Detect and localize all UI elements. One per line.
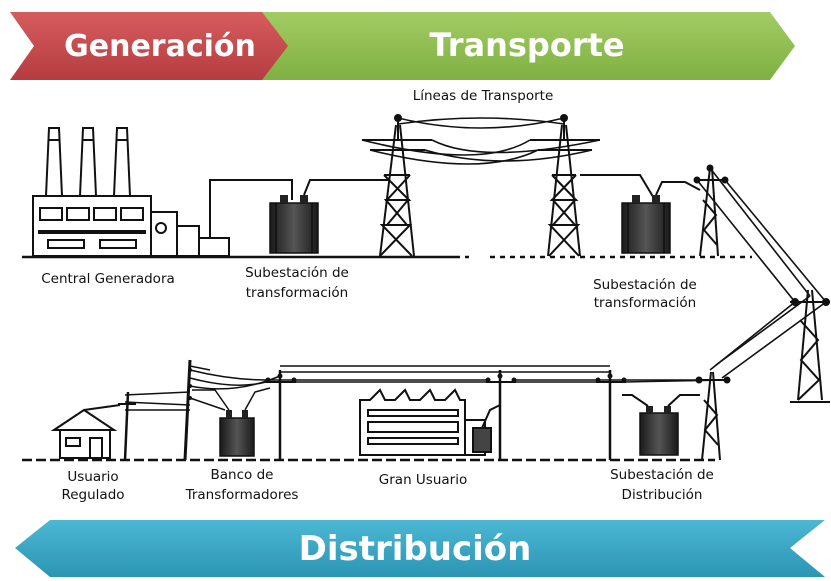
subtransmission-tower-right-icon — [790, 289, 830, 403]
label-power-plant: Central Generadora — [41, 271, 175, 287]
label-regulated-user-1: Usuario — [67, 469, 118, 485]
power-plant-icon — [32, 127, 230, 257]
transmission-lines — [361, 117, 601, 165]
distribution-lines — [268, 365, 728, 383]
label-distribution-substation-1: Subestación de — [610, 467, 714, 483]
transport-banner-title: Transporte — [429, 26, 624, 64]
subtransmission-lines — [696, 167, 827, 379]
label-distribution-substation-2: Distribución — [622, 487, 703, 503]
pole-insulators — [265, 373, 627, 383]
distribution-banner-title: Distribución — [299, 529, 532, 569]
step-up-transformer-icon — [269, 179, 390, 254]
label-transformer-bank-2: Transformadores — [185, 487, 299, 503]
generation-banner — [10, 12, 288, 80]
label-step-up-substation-1: Subestación de — [245, 265, 349, 281]
label-step-down-substation-1: Subestación de — [593, 277, 697, 293]
transmission-tower-right-icon — [530, 114, 600, 257]
label-step-down-substation-2: transformación — [594, 295, 696, 311]
regulated-user-house-icon — [50, 404, 121, 459]
distribution-substation-transformer-icon — [622, 394, 700, 456]
regulated-user-pole-icon — [118, 391, 136, 461]
distribution-banner — [15, 520, 825, 577]
label-transformer-bank-1: Banco de — [211, 467, 274, 483]
transformer-bank-icon — [124, 359, 281, 461]
generation-banner-title: Generación — [64, 29, 256, 64]
plant-connection — [209, 179, 293, 238]
transport-banner — [240, 12, 795, 80]
tower-to-substation-wire — [580, 174, 656, 201]
step-down-transformer-icon — [621, 181, 701, 254]
label-regulated-user-2: Regulado — [61, 487, 124, 503]
label-step-up-substation-2: transformación — [246, 285, 348, 301]
label-transmission-lines: Líneas de Transporte — [413, 88, 554, 104]
transmission-tower-left-icon — [362, 114, 432, 257]
distribution-substation-pole-icon — [695, 371, 731, 461]
large-user-factory-icon — [359, 388, 501, 456]
subtransmission-pole-upper-icon — [693, 164, 729, 257]
label-large-user: Gran Usuario — [379, 472, 467, 488]
